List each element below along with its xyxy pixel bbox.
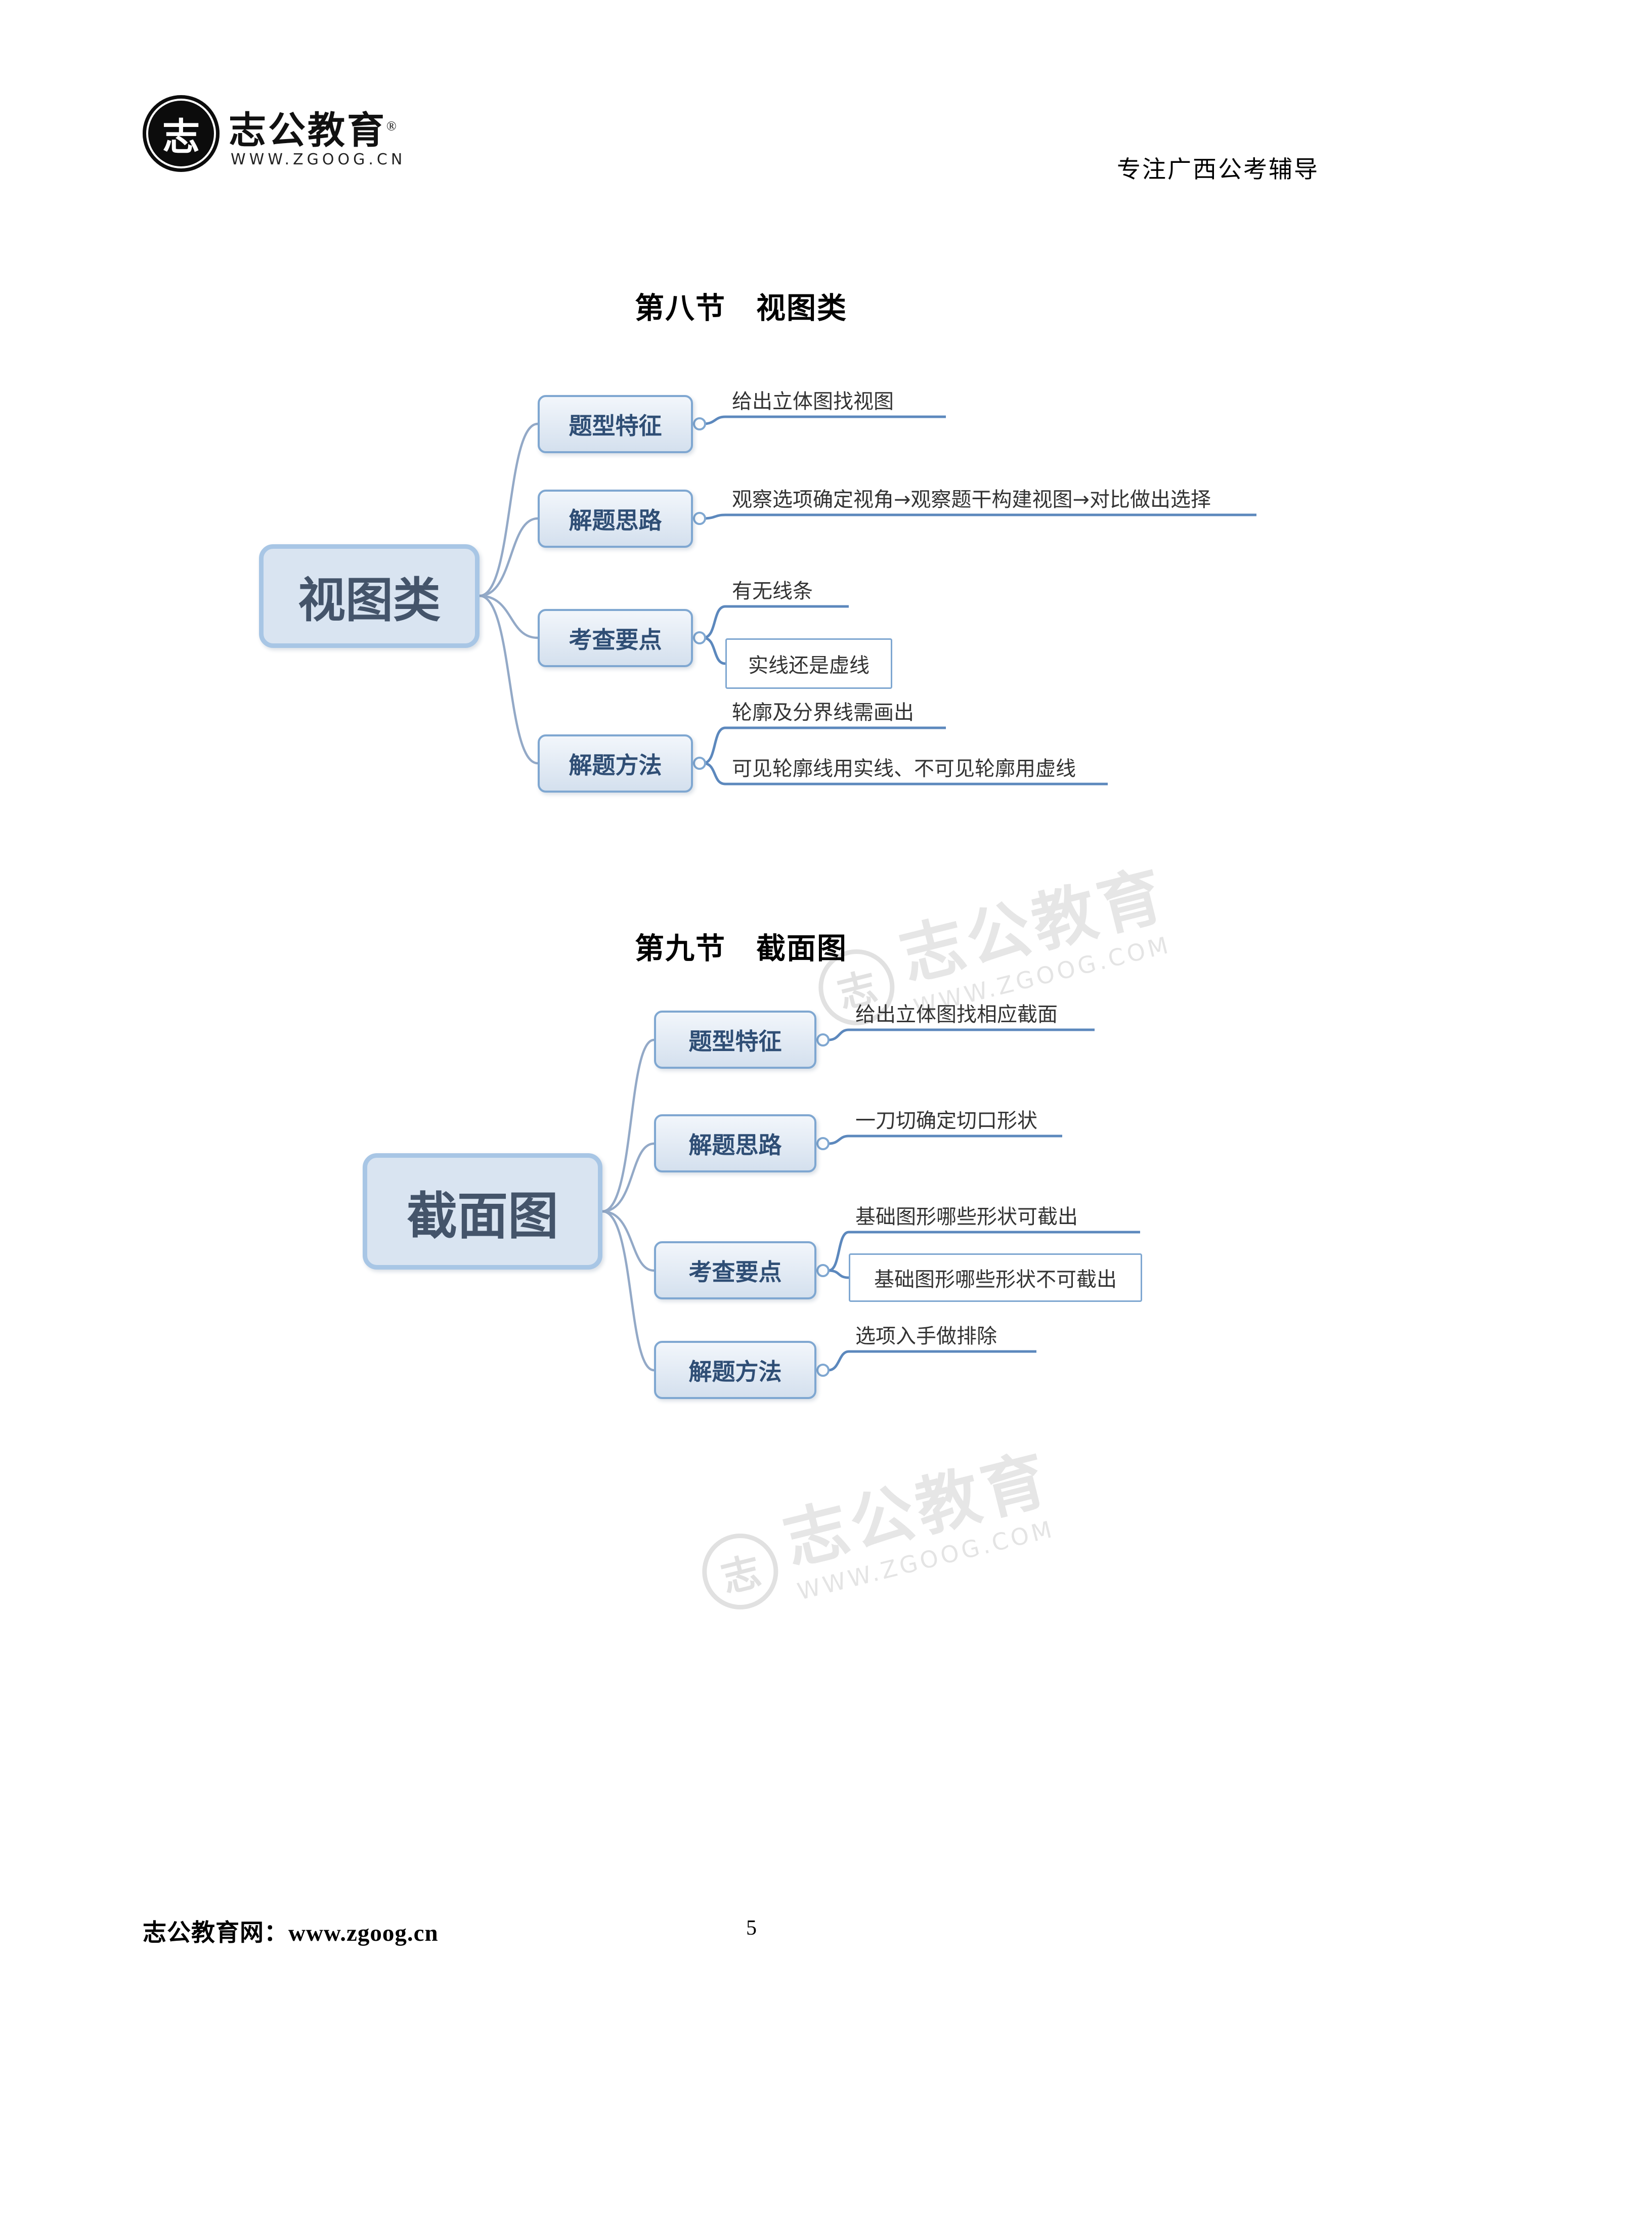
leaf-topic-boxed: 实线还是虚线 <box>725 638 892 689</box>
leaf-topic: 给出立体图找视图 <box>732 390 894 413</box>
mindmap2-branch-key-points: 考查要点 <box>654 1241 816 1299</box>
mindmap1-branch-method: 解题方法 <box>538 734 693 793</box>
mindmap2-branch-question-type: 题型特征 <box>654 1011 816 1069</box>
leaf-topic: 观察选项确定视角→观察题干构建视图→对比做出选择 <box>732 488 1211 511</box>
logo-brand-text: 志公教育® <box>229 100 399 154</box>
mindmap1-branch-solving-idea: 解题思路 <box>538 490 693 548</box>
leaf-topic: 选项入手做排除 <box>855 1325 997 1348</box>
registered-mark: ® <box>386 118 399 134</box>
mindmap2-root-node: 截面图 <box>363 1153 602 1270</box>
leaf-topic: 轮廓及分界线需画出 <box>732 701 914 724</box>
leaf-topic: 基础图形哪些形状可截出 <box>855 1205 1078 1229</box>
logo-brand-name: 志公教育 <box>229 110 386 152</box>
mindmap1-branch-question-type: 题型特征 <box>538 395 693 453</box>
logo-seal-icon: 志 <box>143 95 220 172</box>
section-9-title: 第九节 截面图 <box>635 932 848 966</box>
footer-site-text: 志公教育网：www.zgoog.cn <box>143 1920 439 1946</box>
leaf-topic: 给出立体图找相应截面 <box>855 1003 1058 1026</box>
mindmap2-branch-method: 解题方法 <box>654 1341 816 1399</box>
header-tagline: 专注广西公考辅导 <box>1117 157 1319 183</box>
mindmap2-branch-solving-idea: 解题思路 <box>654 1114 816 1172</box>
logo-url-text: WWW.ZGOOG.CN <box>231 151 406 168</box>
leaf-topic: 一刀切确定切口形状 <box>855 1109 1037 1132</box>
leaf-topic: 有无线条 <box>732 580 813 603</box>
logo-seal-char: 志 <box>162 115 200 159</box>
mindmap1-root-node: 视图类 <box>259 544 480 648</box>
page-number: 5 <box>746 1916 757 1940</box>
mindmap1-branch-key-points: 考查要点 <box>538 609 693 667</box>
leaf-topic: 可见轮廓线用实线、不可见轮廓用虚线 <box>732 757 1076 780</box>
leaf-topic-boxed: 基础图形哪些形状不可截出 <box>849 1253 1142 1302</box>
section-8-title: 第八节 视图类 <box>635 292 848 325</box>
